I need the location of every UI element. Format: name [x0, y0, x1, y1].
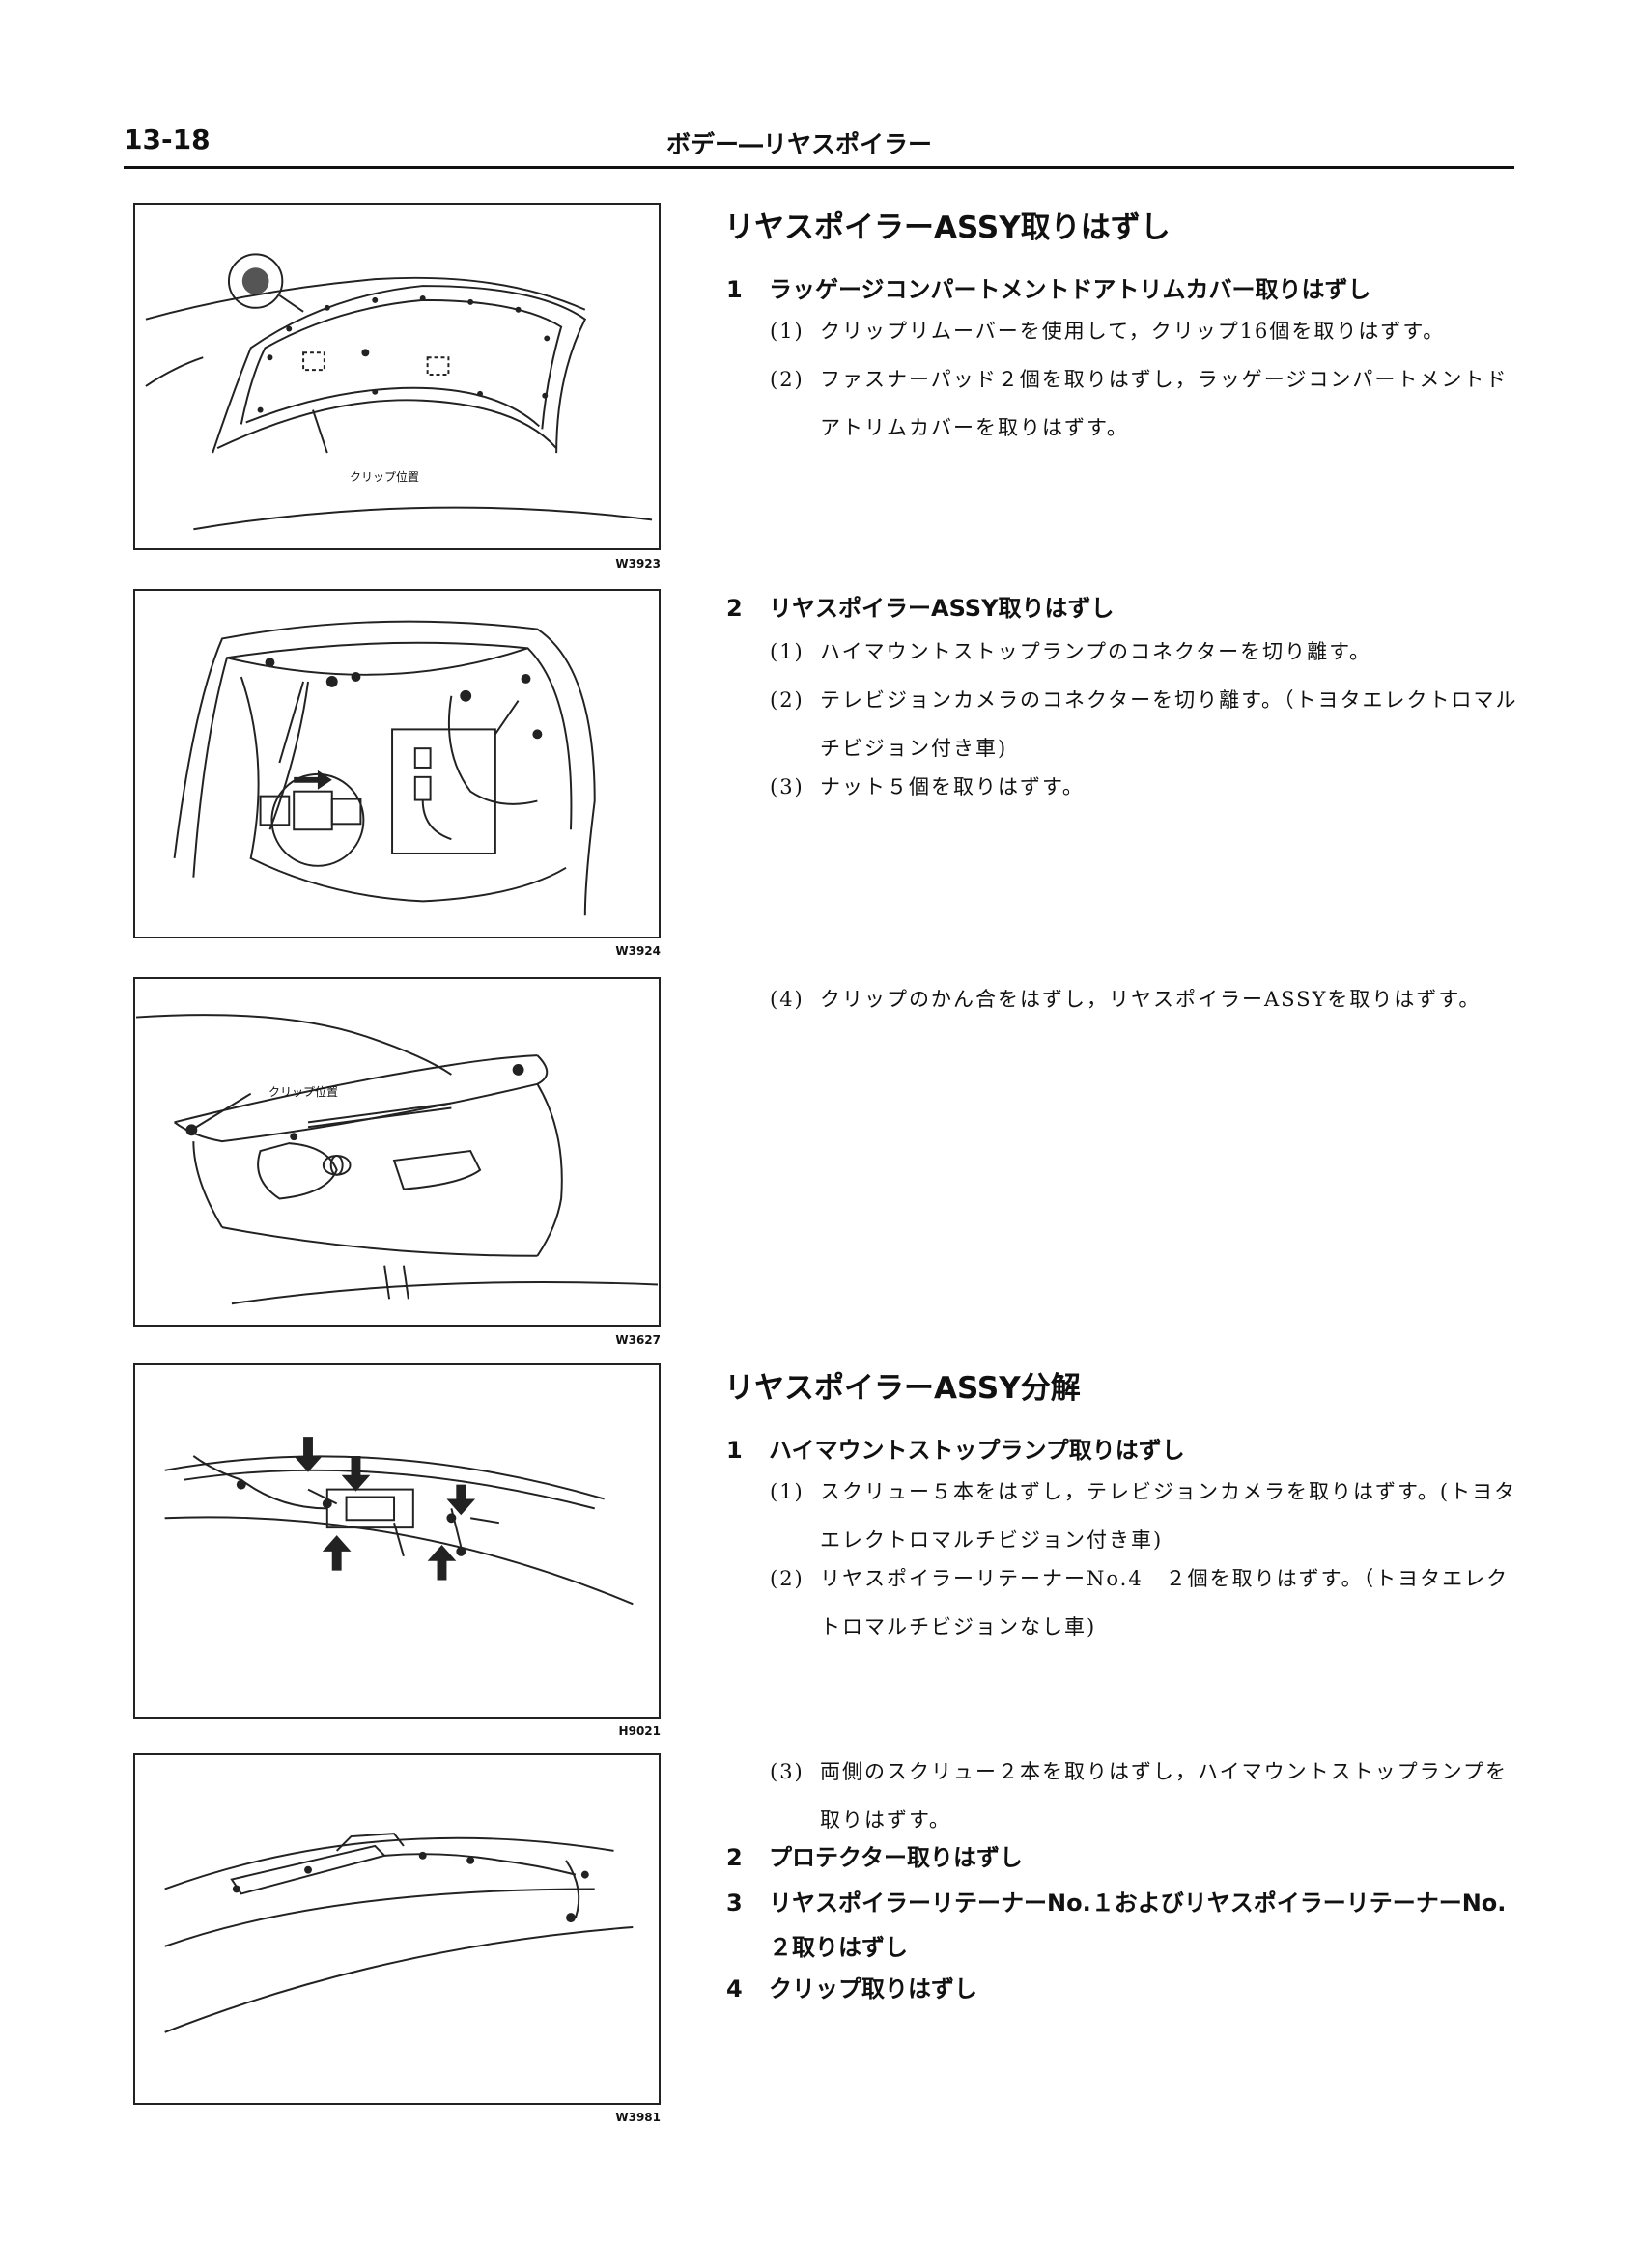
figure-stop-lamp: [133, 1363, 661, 1719]
figure-4-code: H9021: [618, 1724, 661, 1738]
removal-step-1-sub-2: (2) ファスナーパッド２個を取りはずし，ラッゲージコンパートメントドアトリムカバ…: [770, 355, 1523, 452]
sub-text: クリップのかん合をはずし，リヤスポイラーASSYを取りはずす。: [820, 988, 1482, 1011]
removal-step-2-sub-3: (3) ナット５個を取りはずす。: [770, 763, 1523, 811]
connectors-illustration: [173, 620, 596, 916]
rear-spoiler-illustration: [135, 1014, 659, 1305]
sub-number: (1): [770, 320, 805, 343]
removal-step-2-sub-2: (2) テレビジョンカメラのコネクターを切り離す。（トヨタエレクトロマルチビジョン…: [770, 676, 1523, 772]
sub-number: (2): [770, 1567, 805, 1590]
step-title: ハイマウントストップランプ取りはずし: [769, 1437, 1185, 1464]
sub-text: 両側のスクリュー２本を取りはずし，ハイマウントストップランプを取りはずす。: [820, 1760, 1508, 1832]
figure-trim-cover: [133, 203, 661, 550]
sub-text: スクリュー５本をはずし，テレビジョンカメラを取りはずす。(トヨタエレクトロマルチ…: [820, 1480, 1517, 1552]
step-number: 1: [726, 276, 743, 303]
figure-1-code: W3923: [615, 557, 661, 571]
sub-number: (1): [770, 640, 805, 663]
disassembly-step-4: 4 クリップ取りはずし: [726, 1970, 1518, 2003]
sub-number: (1): [770, 1480, 805, 1503]
sub-number: (2): [770, 368, 805, 391]
section-title-disassembly: リヤスポイラーASSY分解: [724, 1371, 1081, 1406]
figure-protector: [133, 1753, 661, 2105]
figure-rear-spoiler: [133, 977, 661, 1327]
header-divider: [124, 166, 1514, 169]
step-title: リヤスポイラーリテーナーNo.１およびリヤスポイラーリテーナーNo.２取りはずし: [769, 1890, 1507, 1961]
page-header-title: ボデー―リヤスポイラー: [666, 130, 933, 158]
disassembly-step-1-sub-2: (2) リヤスポイラーリテーナーNo.4 ２個を取りはずす。（トヨタエレクトロマル…: [770, 1554, 1523, 1651]
figure-2-code: W3924: [615, 944, 661, 958]
figure-5-code: W3981: [615, 2111, 661, 2124]
disassembly-step-2: 2 プロテクター取りはずし: [726, 1838, 1518, 1872]
sub-number: (4): [770, 988, 805, 1011]
sub-text: リヤスポイラーリテーナーNo.4 ２個を取りはずす。（トヨタエレクトロマルチビジ…: [820, 1567, 1510, 1638]
step-number: 4: [726, 1975, 743, 2002]
figure-3-label: クリップ位置: [268, 1085, 339, 1099]
disassembly-step-3: 3 リヤスポイラーリテーナーNo.１およびリヤスポイラーリテーナーNo.２取りはず…: [726, 1881, 1518, 1970]
sub-number: (2): [770, 688, 805, 712]
sub-number: (3): [770, 1760, 805, 1783]
stop-lamp-illustration: [164, 1437, 634, 1606]
removal-step-2-sub-1: (1) ハイマウントストップランプのコネクターを切り離す。: [770, 628, 1523, 676]
section-title-removal: リヤスポイラーASSY取りはずし: [724, 210, 1171, 245]
step-number: 1: [726, 1437, 743, 1464]
disassembly-step-1-sub-1: (1) スクリュー５本をはずし，テレビジョンカメラを取りはずす。(トヨタエレクトロ…: [770, 1468, 1523, 1564]
removal-step-2: 2 リヤスポイラーASSY取りはずし: [726, 589, 1518, 623]
figure-connectors: [133, 589, 661, 938]
sub-text: ナット５個を取りはずす。: [820, 775, 1085, 798]
figure-1-label: クリップ位置: [350, 470, 420, 484]
step-title: リヤスポイラーASSY取りはずし: [769, 595, 1115, 622]
sub-number: (3): [770, 775, 805, 798]
sub-text: ファスナーパッド２個を取りはずし，ラッゲージコンパートメントドアトリムカバーを取…: [820, 368, 1509, 439]
sub-text: クリップリムーバーを使用して，クリップ16個を取りはずす。: [820, 320, 1446, 343]
step-number: 3: [726, 1890, 743, 1917]
removal-step-1-sub-1: (1) クリップリムーバーを使用して，クリップ16個を取りはずす。: [770, 307, 1523, 355]
step-title: プロテクター取りはずし: [769, 1844, 1024, 1871]
removal-step-1: 1 ラッゲージコンパートメントドアトリムカバー取りはずし: [726, 270, 1518, 304]
page-number: 13-18: [124, 124, 211, 155]
step-title: クリップ取りはずし: [769, 1975, 977, 2002]
disassembly-step-1: 1 ハイマウントストップランプ取りはずし: [726, 1431, 1518, 1465]
step-number: 2: [726, 1844, 743, 1871]
figure-3-code: W3627: [615, 1333, 661, 1347]
removal-step-2-sub-4: (4) クリップのかん合をはずし，リヤスポイラーASSYを取りはずす。: [770, 975, 1523, 1023]
disassembly-step-1-sub-3: (3) 両側のスクリュー２本を取りはずし，ハイマウントストップランプを取りはずす。: [770, 1748, 1523, 1844]
trim-cover-illustration: [145, 253, 653, 531]
step-number: 2: [726, 595, 743, 622]
sub-text: テレビジョンカメラのコネクターを切り離す。（トヨタエレクトロマルチビジョン付き車…: [820, 688, 1518, 760]
protector-illustration: [164, 1833, 634, 2033]
sub-text: ハイマウントストップランプのコネクターを切り離す。: [820, 640, 1372, 663]
step-title: ラッゲージコンパートメントドアトリムカバー取りはずし: [769, 276, 1371, 303]
